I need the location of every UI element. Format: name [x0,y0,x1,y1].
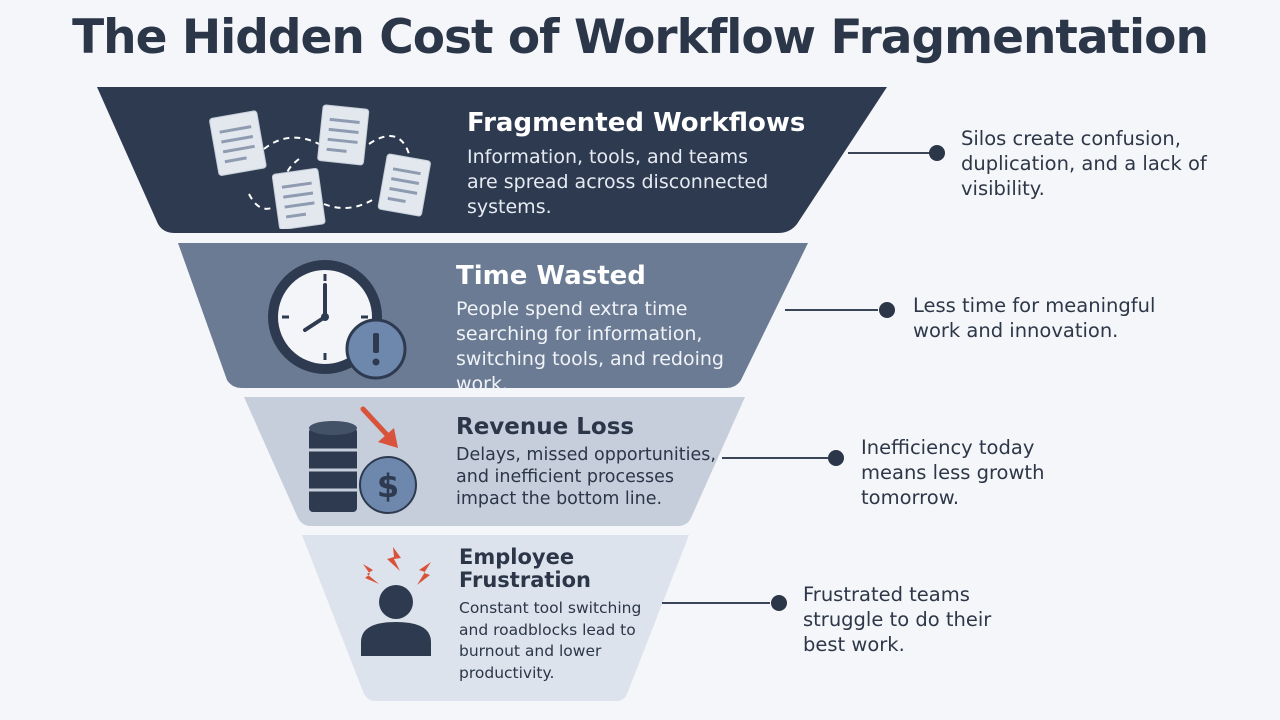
revenue-loss-icon: $ [309,406,417,514]
clock-warning-icon [268,260,407,380]
tier-note: Silos create confusion, duplication, and… [961,127,1207,200]
tier-note: Frustrated teams struggle to do their be… [803,583,992,656]
funnel-tier-employee-frustration: Employee Frustration Constant tool switc… [299,532,692,704]
tier-description: Delays, missed opportunities, and ineffi… [456,445,716,509]
connector-line [722,450,844,466]
tier-description: People spend extra time searching for in… [456,298,724,395]
connector-line [662,595,787,611]
tier-title: Employee Frustration [459,545,591,592]
svg-text:$: $ [377,467,399,505]
tier-note: Less time for meaningful work and innova… [913,294,1156,342]
tier-note: Inefficiency today means less growth tom… [861,436,1045,509]
page-title: The Hidden Cost of Workflow Fragmentatio… [72,10,1209,65]
tier-description: Information, tools, and teams are spread… [467,146,769,218]
tier-description: Constant tool switching and roadblocks l… [459,599,642,682]
funnel-tier-time-wasted: Time Wasted People spend extra time sear… [175,240,811,395]
frustrated-person-icon [361,547,431,656]
tier-title: Fragmented Workflows [467,108,806,138]
tier-title: Time Wasted [456,261,646,291]
scattered-documents-icon [209,104,431,229]
funnel-tier-shape [302,535,689,701]
connector-line [785,302,895,318]
funnel-tier-revenue-loss: $ Revenue Loss Delays, missed opportunit… [241,394,748,528]
tier-title: Revenue Loss [456,414,635,440]
funnel-tier-fragmented-workflows: Fragmented Workflows Information, tools,… [94,84,890,235]
connector-line [848,145,945,161]
